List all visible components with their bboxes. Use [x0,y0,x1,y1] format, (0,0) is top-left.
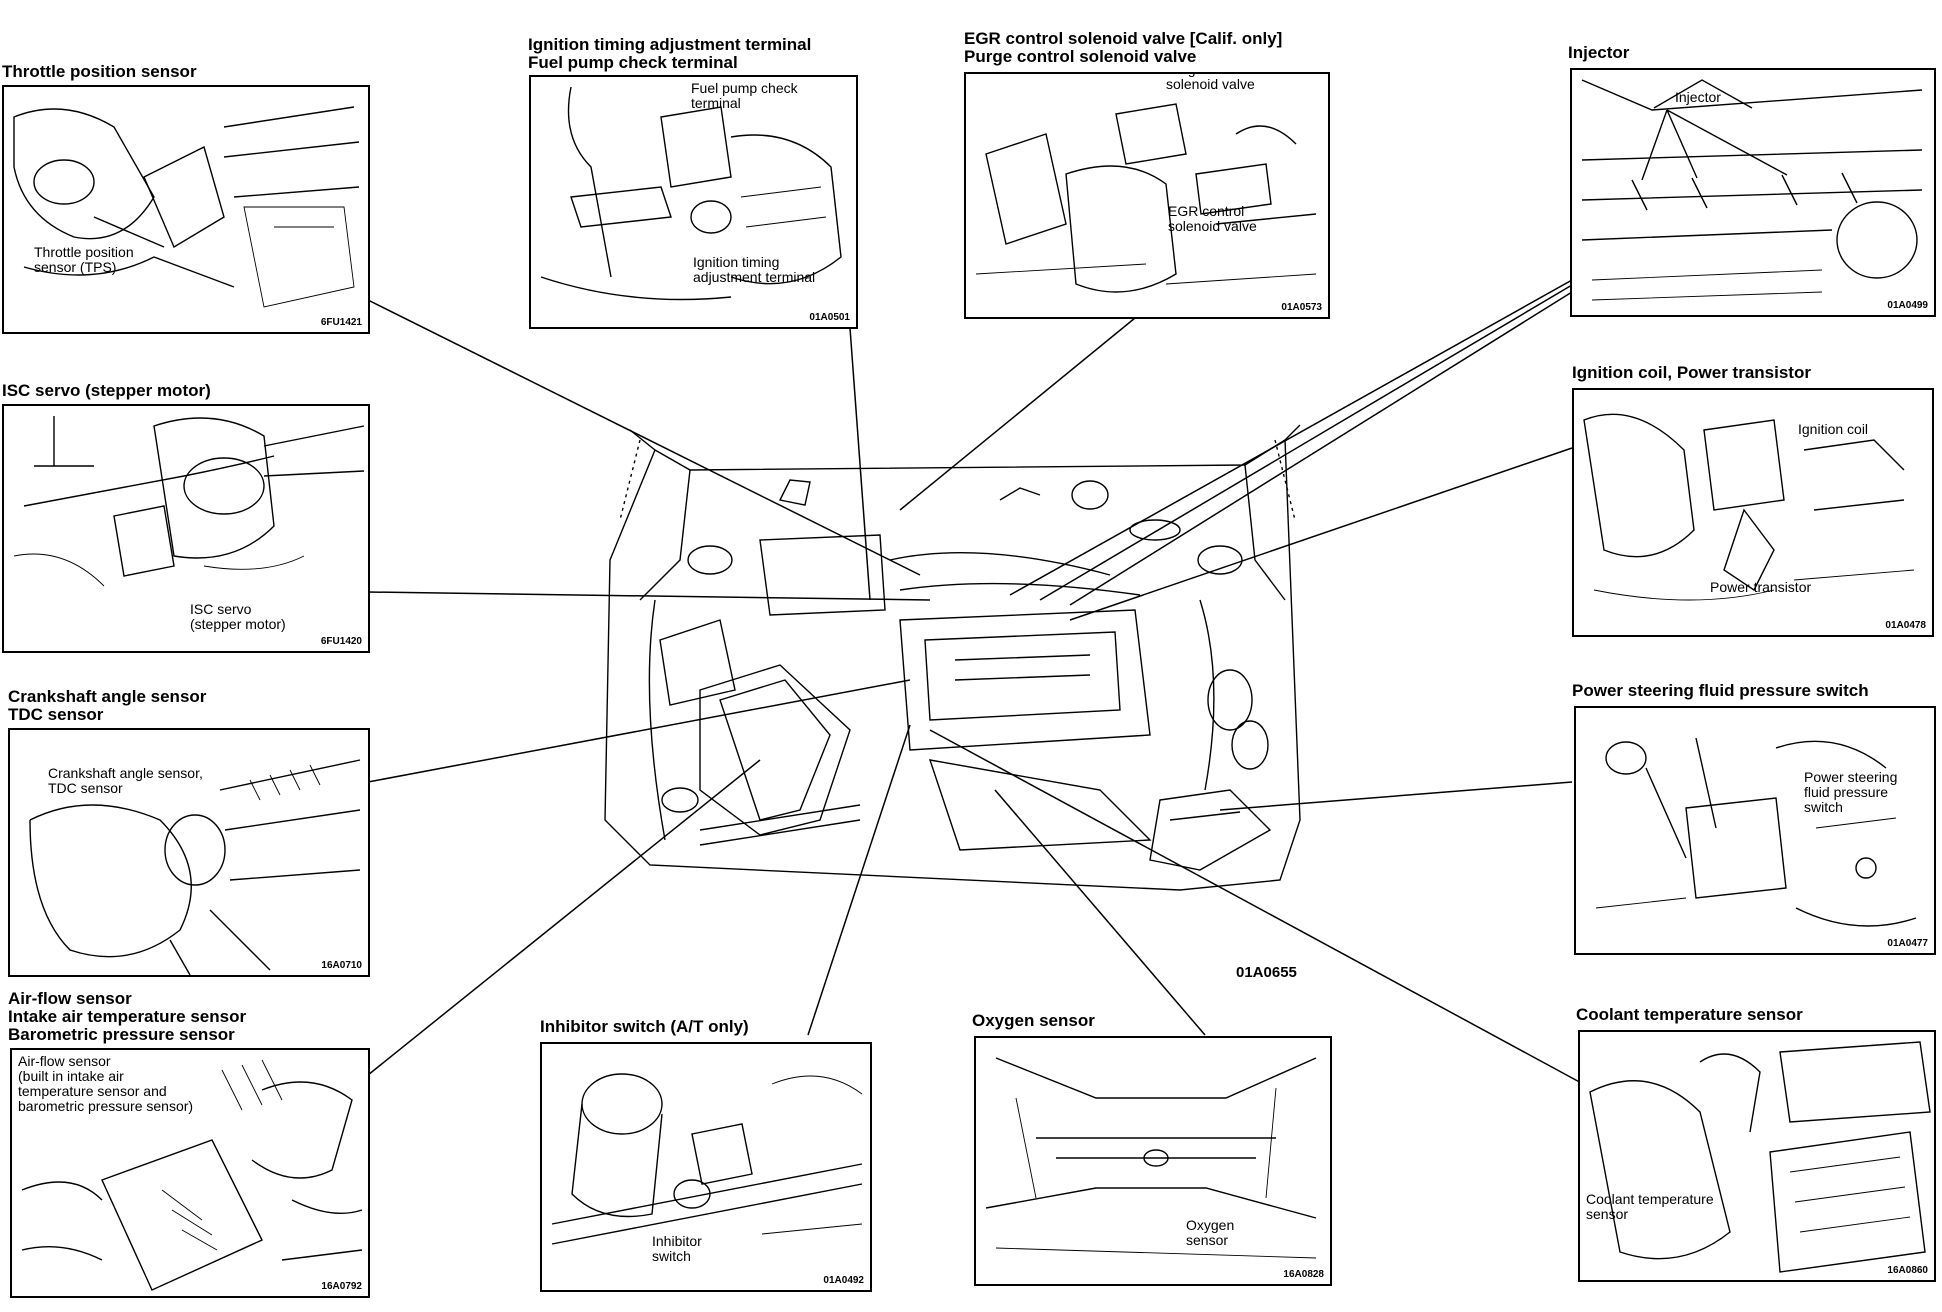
coolant-illustration [1589,1041,1931,1273]
connector-injector-1 [1009,279,1573,596]
oxygen-callout: Oxygen sensor [1186,1217,1235,1248]
isc-illustration [13,416,365,587]
tps-title: Throttle position sensor [2,62,197,81]
connector-oxygen [994,789,1206,1036]
coolant-panel: Coolant temperature sensor 16A0860 [1578,1030,1936,1282]
isc-panel: ISC servo (stepper motor) 6FU1420 [2,404,370,653]
connector-inhibitor [807,724,911,1036]
coil-title: Ignition coil, Power transistor [1572,363,1811,382]
crank-panel: Crankshaft angle sensor, TDC sensor 16A0… [8,728,370,977]
injector-panel: Injector 01A0499 [1570,68,1936,317]
coil-illustration [1583,413,1915,601]
connector-lines [367,279,1586,1086]
inhibitor-callout: Inhibitor switch [652,1233,702,1264]
ignition-timing-callout-1: Fuel pump check terminal [691,80,798,111]
ignition-timing-panel: Fuel pump check terminal Ignition timing… [529,75,858,329]
egr-code: 01A0573 [1281,302,1322,313]
oxygen-title: Oxygen sensor [972,1011,1095,1030]
crank-callout: Crankshaft angle sensor, TDC sensor [48,765,203,796]
main-diagram-code: 01A0655 [1236,964,1297,981]
ignition-timing-callout-2: Ignition timing adjustment terminal [693,254,816,285]
ps-title: Power steering fluid pressure switch [1572,681,1869,700]
egr-panel: Purge control solenoid valve EGR control… [964,72,1330,319]
connector-ignition-timing [849,327,871,601]
connector-injector-2 [1039,284,1573,601]
connector-ps [1219,781,1573,811]
egr-callout-1: Purge control solenoid valve [1166,74,1255,92]
coolant-title: Coolant temperature sensor [1576,1005,1803,1024]
oxygen-illustration [985,1057,1317,1259]
connector-airflow [367,759,761,1076]
injector-title: Injector [1568,43,1630,62]
coil-callout-2: Power transistor [1710,579,1812,595]
engine-bay-drawing [604,424,1301,891]
connector-isc [367,591,931,601]
oxygen-panel: Oxygen sensor 16A0828 [974,1036,1332,1286]
tps-code: 6FU1421 [320,317,362,328]
coolant-callout: Coolant temperature sensor [1586,1191,1714,1222]
ignition-timing-title: Ignition timing adjustment terminal Fuel… [528,35,812,72]
airflow-illustration [21,1059,363,1291]
inhibitor-illustration [551,1073,863,1245]
isc-code: 6FU1420 [320,636,362,647]
ps-callout: Power steering fluid pressure switch [1804,769,1898,815]
ps-illustration [1595,737,1917,927]
crank-illustration [29,759,361,975]
isc-callout: ISC servo (stepper motor) [190,601,286,632]
tps-callout: Throttle position sensor (TPS) [34,244,134,275]
injector-illustration [1581,79,1923,301]
airflow-callout: Air-flow sensor (built in intake air tem… [18,1053,194,1114]
airflow-title: Air-flow sensor Intake air temperature s… [8,989,247,1044]
crank-title: Crankshaft angle sensor TDC sensor [8,687,207,724]
oxygen-code: 16A0828 [1283,1269,1324,1280]
injector-code: 01A0499 [1887,300,1928,311]
coil-code: 01A0478 [1885,620,1926,631]
connector-egr [899,317,1136,511]
inhibitor-code: 01A0492 [823,1275,864,1286]
coil-panel: Ignition coil Power transistor 01A0478 [1572,388,1934,637]
ps-code: 01A0477 [1887,938,1928,949]
crank-code: 16A0710 [321,960,362,971]
inhibitor-title: Inhibitor switch (A/T only) [540,1017,749,1036]
isc-title: ISC servo (stepper motor) [2,381,211,400]
egr-illustration [975,103,1317,293]
ignition-timing-code: 01A0501 [809,312,850,323]
tps-illustration [13,106,360,308]
connector-coil [1069,447,1573,621]
connector-injector-3 [1069,291,1573,606]
ignition-timing-illustration [540,86,842,301]
ps-panel: Power steering fluid pressure switch 01A… [1574,706,1936,955]
airflow-code: 16A0792 [321,1281,362,1292]
airflow-panel: Air-flow sensor (built in intake air tem… [10,1048,370,1298]
injector-callout: Injector [1675,89,1721,105]
inhibitor-panel: Inhibitor switch 01A0492 [540,1042,872,1292]
connector-tps [367,299,921,576]
connector-coolant [929,729,1586,1086]
egr-title: EGR control solenoid valve [Calif. only]… [964,29,1283,66]
egr-callout-2: EGR control solenoid valve [1168,203,1257,234]
coolant-code: 16A0860 [1887,1265,1928,1276]
coil-callout-1: Ignition coil [1798,421,1869,437]
connector-crank [367,679,911,783]
tps-panel: Throttle position sensor (TPS) 6FU1421 [2,85,370,334]
